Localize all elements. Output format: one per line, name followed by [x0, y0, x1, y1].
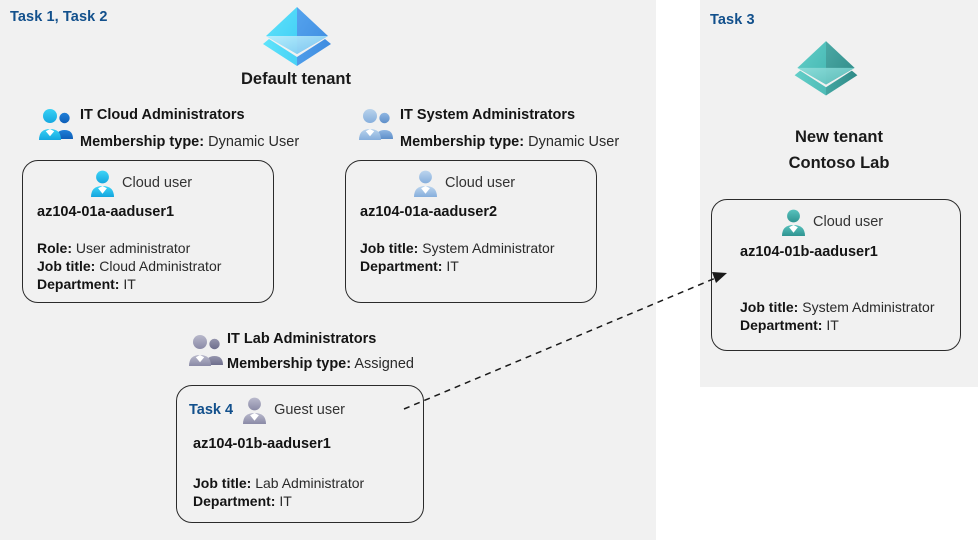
user-group-icon-lab-admins	[188, 334, 226, 368]
task-label-left-panel: Task 1, Task 2	[10, 9, 108, 25]
attribute-label: Department:	[740, 317, 823, 333]
user-group-icon-cloud-admins	[38, 108, 76, 142]
user-card-az104-01b-aaduser1-guest[interactable]: Task 4 Guest user az104-01b-aaduser1 Job…	[176, 385, 424, 523]
membership-type-value: Dynamic User	[528, 134, 620, 150]
attribute-label: Job title:	[740, 299, 799, 315]
cloud-user-icon-2	[412, 169, 439, 197]
attribute-label: Job title:	[360, 240, 419, 256]
attributes-4: Job title: System Administrator Departme…	[740, 298, 935, 334]
attribute-label: Department:	[193, 493, 276, 509]
user-card-az104-01b-aaduser1-cloud[interactable]: Cloud user az104-01b-aaduser1 Job title:…	[711, 199, 961, 351]
group-membership-lab-admins: Membership type: Assigned	[227, 356, 414, 372]
user-type-label-1: Cloud user	[122, 175, 193, 191]
attribute-row: Department: IT	[360, 257, 555, 275]
task-label-inline-task4: Task 4	[189, 402, 234, 418]
user-name-1: az104-01a-aaduser1	[37, 204, 175, 220]
membership-type-value: Assigned	[354, 356, 414, 372]
attribute-value: IT	[826, 317, 839, 333]
user-card-az104-01a-aaduser2[interactable]: Cloud user az104-01a-aaduser2 Job title:…	[345, 160, 597, 303]
user-name-4: az104-01b-aaduser1	[740, 244, 878, 260]
task-label-right-panel: Task 3	[710, 12, 755, 28]
attribute-label: Role:	[37, 240, 72, 256]
attributes-2: Job title: System Administrator Departme…	[360, 239, 555, 275]
group-membership-cloud-admins: Membership type: Dynamic User	[80, 134, 299, 150]
user-type-label-2: Cloud user	[445, 175, 516, 191]
azure-ad-tenant-icon-default	[258, 2, 336, 66]
attribute-row: Role: User administrator	[37, 239, 221, 257]
new-tenant-name-line2: Contoso Lab	[788, 154, 890, 172]
attribute-label: Department:	[37, 276, 120, 292]
attribute-row: Job title: System Administrator	[360, 239, 555, 257]
attribute-value: IT	[123, 276, 136, 292]
attribute-label: Job title:	[193, 475, 252, 491]
cloud-user-icon-1	[89, 169, 116, 197]
attribute-value: IT	[446, 258, 459, 274]
attributes-3: Job title: Lab Administrator Department:…	[193, 474, 364, 510]
attribute-value: Lab Administrator	[255, 475, 365, 491]
card-head-guest-user: Task 4 Guest user	[189, 396, 345, 424]
attributes-1: Role: User administrator Job title: Clou…	[37, 239, 221, 293]
attribute-label: Job title:	[37, 258, 96, 274]
attribute-row: Job title: Cloud Administrator	[37, 257, 221, 275]
membership-type-value: Dynamic User	[208, 134, 300, 150]
card-head-cloud-user-4: Cloud user	[780, 208, 883, 236]
user-type-label-3: Guest user	[274, 402, 345, 418]
attribute-row: Department: IT	[37, 275, 221, 293]
attribute-row: Department: IT	[740, 316, 935, 334]
user-name-3: az104-01b-aaduser1	[193, 436, 331, 452]
membership-type-label: Membership type:	[227, 356, 352, 372]
card-head-cloud-user-2: Cloud user	[412, 169, 515, 197]
new-tenant-name-line1: New tenant	[794, 128, 883, 146]
membership-type-label: Membership type:	[80, 134, 205, 150]
user-group-icon-system-admins	[358, 108, 396, 142]
attribute-label: Department:	[360, 258, 443, 274]
attribute-row: Department: IT	[193, 492, 364, 510]
attribute-value: System Administrator	[422, 240, 555, 256]
cloud-user-icon-4	[780, 208, 807, 236]
guest-user-icon	[241, 396, 268, 424]
attribute-value: System Administrator	[802, 299, 935, 315]
group-membership-system-admins: Membership type: Dynamic User	[400, 134, 619, 150]
membership-type-label: Membership type:	[400, 134, 525, 150]
user-name-2: az104-01a-aaduser2	[360, 204, 498, 220]
attribute-value: Cloud Administrator	[99, 258, 222, 274]
attribute-value: User administrator	[75, 240, 191, 256]
azure-ad-tenant-icon-new	[790, 36, 862, 96]
card-head-cloud-user-1: Cloud user	[89, 169, 192, 197]
default-tenant-panel	[0, 0, 656, 540]
group-title-cloud-admins: IT Cloud Administrators	[80, 107, 245, 123]
group-title-lab-admins: IT Lab Administrators	[227, 331, 377, 347]
attribute-value: IT	[279, 493, 292, 509]
user-type-label-4: Cloud user	[813, 214, 884, 230]
user-card-az104-01a-aaduser1[interactable]: Cloud user az104-01a-aaduser1 Role: User…	[22, 160, 274, 303]
attribute-row: Job title: Lab Administrator	[193, 474, 364, 492]
attribute-row: Job title: System Administrator	[740, 298, 935, 316]
group-title-system-admins: IT System Administrators	[400, 107, 576, 123]
default-tenant-name: Default tenant	[240, 70, 351, 88]
